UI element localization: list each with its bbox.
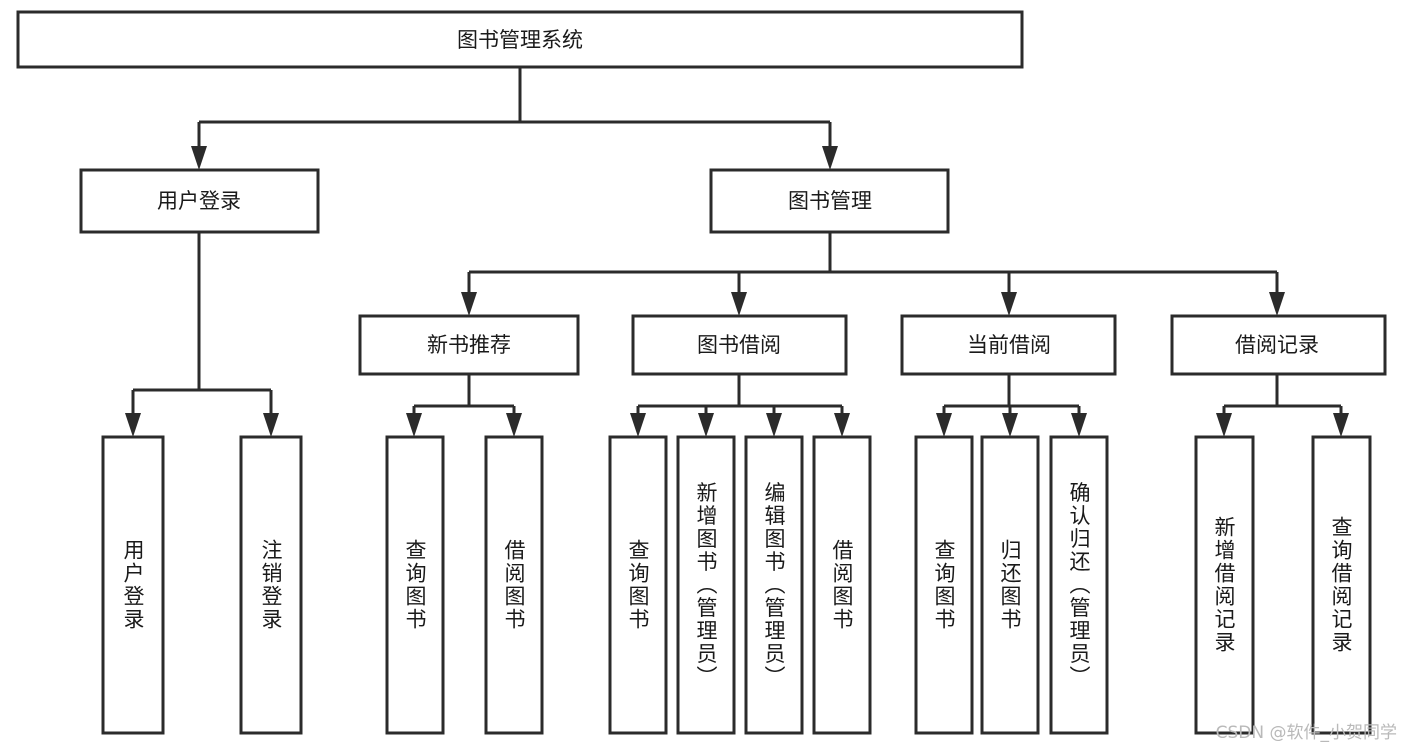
leaf-bb-add-book-label: 新增图书（管理员） xyxy=(694,482,718,689)
arrowhead-user-login-child-1 xyxy=(263,413,279,437)
leaf-cb-query-book-label: 查询图书 xyxy=(932,539,956,631)
node-book-manage-label: 图书管理 xyxy=(788,189,872,213)
leaf-nbr-query-book-label: 查询图书 xyxy=(403,539,427,631)
node-book-borrow-box[interactable] xyxy=(631,314,848,376)
leaf-node[interactable]: 编辑图书（管理员） xyxy=(744,435,804,735)
leaf-node[interactable]: 查询图书 xyxy=(608,435,668,735)
node-user-login-box[interactable] xyxy=(79,168,320,234)
leaf-br-add-record-label: 新增借阅记录 xyxy=(1212,516,1236,654)
leaf-node[interactable]: 注销登录 xyxy=(239,435,303,735)
arrowhead-bb-child-0 xyxy=(630,413,646,437)
leaf-cb-query-book-box[interactable] xyxy=(914,435,974,735)
node-current-borrow-label: 当前借阅 xyxy=(967,333,1051,357)
node-new-book-recommend-box[interactable] xyxy=(358,314,580,376)
leaf-node[interactable]: 借阅图书 xyxy=(812,435,872,735)
connector-group-book-borrow-to-leaves xyxy=(630,374,850,437)
leaf-node[interactable]: 新增图书（管理员） xyxy=(676,435,736,735)
connector-group-borrow-record-to-leaves xyxy=(1216,374,1349,437)
node-book-borrow-label: 图书借阅 xyxy=(697,333,781,357)
node-current-borrow-box[interactable] xyxy=(900,314,1117,376)
node-borrow-record-box[interactable] xyxy=(1170,314,1387,376)
arrowhead-user-login-child-0 xyxy=(125,413,141,437)
arrowhead-bb-child-2 xyxy=(766,413,782,437)
leaf-nbr-borrow-book-box[interactable] xyxy=(484,435,544,735)
node-book-borrow[interactable]: 图书借阅 xyxy=(631,314,848,376)
arrowhead-book-borrow xyxy=(731,292,747,316)
arrowhead-cb-child-0 xyxy=(936,413,952,437)
node-book-manage-box[interactable] xyxy=(709,168,950,234)
arrowhead-nbr-child-0 xyxy=(406,413,422,437)
leaf-bb-edit-book-box[interactable] xyxy=(744,435,804,735)
leaf-logout-label: 注销登录 xyxy=(259,539,283,631)
node-book-manage[interactable]: 图书管理 xyxy=(709,168,950,234)
arrowhead-cb-child-2 xyxy=(1071,413,1087,437)
leaf-node[interactable]: 归还图书 xyxy=(980,435,1040,735)
leaf-bb-edit-book-label: 编辑图书（管理员） xyxy=(762,482,786,689)
node-user-login[interactable]: 用户登录 xyxy=(79,168,320,234)
leaf-logout-box[interactable] xyxy=(239,435,303,735)
connector-group-book-manage-to-level3 xyxy=(461,232,1285,316)
arrowhead-current-borrow xyxy=(1001,292,1017,316)
connector-group-user-login-to-leaves xyxy=(125,232,279,437)
arrowhead-user-login xyxy=(191,146,207,170)
arrowhead-nbr-child-1 xyxy=(506,413,522,437)
node-root-label: 图书管理系统 xyxy=(457,28,583,52)
leaf-node[interactable]: 确认归还（管理员） xyxy=(1049,435,1109,735)
leaf-node[interactable]: 新增借阅记录 xyxy=(1194,435,1255,735)
leaf-bb-borrow-book-label: 借阅图书 xyxy=(830,539,854,631)
node-user-login-label: 用户登录 xyxy=(157,189,241,213)
node-borrow-record-label: 借阅记录 xyxy=(1235,333,1319,357)
leaf-node[interactable]: 借阅图书 xyxy=(484,435,544,735)
leaf-bb-query-book-label: 查询图书 xyxy=(626,539,650,631)
leaf-cb-confirm-return-box[interactable] xyxy=(1049,435,1109,735)
arrowhead-br-child-0 xyxy=(1216,413,1232,437)
arrowhead-bb-child-1 xyxy=(698,413,714,437)
leaf-br-add-record-box[interactable] xyxy=(1194,435,1255,735)
arrowhead-book-manage xyxy=(822,146,838,170)
node-root-box[interactable] xyxy=(16,10,1024,69)
leaf-bb-add-book-box[interactable] xyxy=(676,435,736,735)
arrowhead-br-child-1 xyxy=(1333,413,1349,437)
node-borrow-record[interactable]: 借阅记录 xyxy=(1170,314,1387,376)
leaf-node[interactable]: 查询图书 xyxy=(914,435,974,735)
node-new-book-recommend[interactable]: 新书推荐 xyxy=(358,314,580,376)
leaf-br-query-record-label: 查询借阅记录 xyxy=(1329,516,1353,654)
connector-group-root-to-level2 xyxy=(191,67,838,170)
node-root[interactable]: 图书管理系统 xyxy=(16,10,1024,69)
leaf-nbr-query-book-box[interactable] xyxy=(385,435,445,735)
leaf-user-login-box[interactable] xyxy=(101,435,165,735)
leaf-nbr-borrow-book-label: 借阅图书 xyxy=(502,539,526,631)
leaf-bb-borrow-book-box[interactable] xyxy=(812,435,872,735)
leaf-cb-confirm-return-label: 确认归还（管理员） xyxy=(1067,482,1091,689)
arrowhead-cb-child-1 xyxy=(1002,413,1018,437)
leaf-cb-return-book-label: 归还图书 xyxy=(998,539,1022,631)
leaf-bb-query-book-box[interactable] xyxy=(608,435,668,735)
arrowhead-new-book-recommend xyxy=(461,292,477,316)
leaf-node[interactable]: 用户登录 xyxy=(101,435,165,735)
leaf-node[interactable]: 查询借阅记录 xyxy=(1311,435,1372,735)
node-new-book-recommend-label: 新书推荐 xyxy=(427,333,511,357)
arrowhead-borrow-record xyxy=(1269,292,1285,316)
leaf-cb-return-book-box[interactable] xyxy=(980,435,1040,735)
connector-group-new-book-recommend-to-leaves xyxy=(406,374,522,437)
leaf-user-login-label: 用户登录 xyxy=(121,539,145,631)
leaf-node[interactable]: 查询图书 xyxy=(385,435,445,735)
arrowhead-bb-child-3 xyxy=(834,413,850,437)
node-current-borrow[interactable]: 当前借阅 xyxy=(900,314,1117,376)
leaf-br-query-record-box[interactable] xyxy=(1311,435,1372,735)
connector-group-current-borrow-to-leaves xyxy=(936,374,1087,437)
